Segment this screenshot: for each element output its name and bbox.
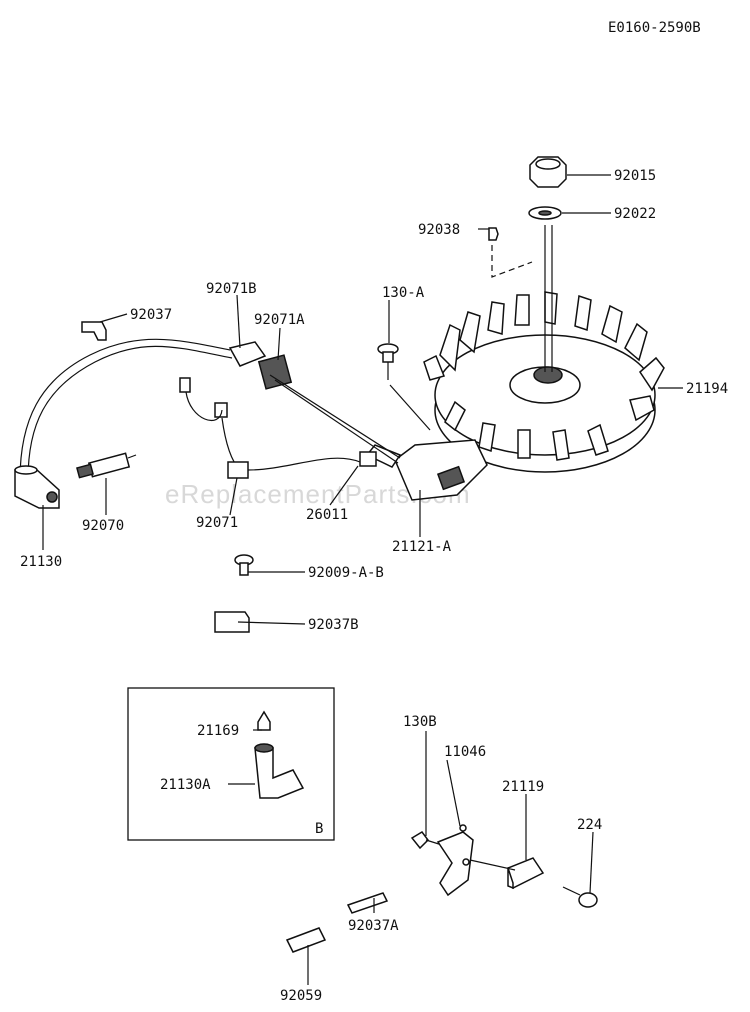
key-dash-line — [491, 245, 533, 278]
label-21121a: 21121-A — [392, 539, 452, 555]
tube-92059-drawing — [285, 927, 327, 953]
tube-92037a-drawing — [346, 892, 389, 914]
inset-box-b — [127, 687, 335, 841]
wiring-harness-drawing — [179, 377, 377, 479]
grommet-drawing — [228, 341, 293, 390]
bolt-to-coil-line — [389, 384, 431, 431]
cable-drawing-2 — [27, 345, 233, 481]
label-92037b: 92037B — [308, 617, 359, 633]
label-92009: 92009-A-B — [308, 565, 384, 581]
clip-92037-drawing — [81, 321, 107, 341]
bolt-130b-drawing — [410, 831, 443, 850]
label-21119: 21119 — [502, 779, 544, 795]
label-92071a: 92071A — [254, 312, 305, 328]
label-26011: 26011 — [306, 507, 348, 523]
leader-lines — [42, 174, 683, 985]
label-92015: 92015 — [614, 168, 656, 184]
label-92070: 92070 — [82, 518, 124, 534]
label-224: 224 — [577, 817, 602, 833]
flywheel-drawing — [423, 225, 665, 473]
label-92071: 92071 — [196, 515, 238, 531]
ignition-coil-drawing — [365, 439, 488, 501]
spark-plug-drawing — [76, 452, 137, 479]
label-92037: 92037 — [130, 307, 172, 323]
inset-cap-drawing — [254, 710, 305, 799]
label-21169: 21169 — [197, 723, 239, 739]
label-21130: 21130 — [20, 554, 62, 570]
clamp-92037b-drawing — [214, 611, 250, 633]
bolt-224-drawing — [562, 886, 598, 908]
label-21194: 21194 — [686, 381, 728, 397]
label-130b: 130B — [403, 714, 437, 730]
screw-92009-drawing — [234, 554, 254, 576]
label-92059: 92059 — [280, 988, 322, 1004]
label-92071b: 92071B — [206, 281, 257, 297]
cable-to-coil-2 — [274, 379, 399, 464]
bracket-to-module-line — [469, 859, 516, 871]
key-drawing — [488, 227, 499, 241]
washer-hole — [538, 210, 552, 216]
label-92037a: 92037A — [348, 918, 399, 934]
inset-tag: B — [315, 821, 323, 837]
label-92038: 92038 — [418, 222, 460, 238]
cable-to-coil — [269, 374, 401, 459]
diagram-id: E0160-2590B — [608, 20, 701, 36]
nut-drawing — [529, 156, 567, 188]
cable-drawing — [19, 338, 231, 481]
bracket-11046-drawing — [436, 831, 474, 897]
bolt-130a-drawing — [377, 343, 399, 380]
label-130a: 130-A — [382, 285, 425, 301]
label-11046: 11046 — [444, 744, 486, 760]
module-21119-drawing — [507, 857, 545, 890]
label-92022: 92022 — [614, 206, 656, 222]
label-21130a: 21130A — [160, 777, 211, 793]
plug-cap-drawing — [14, 465, 60, 509]
